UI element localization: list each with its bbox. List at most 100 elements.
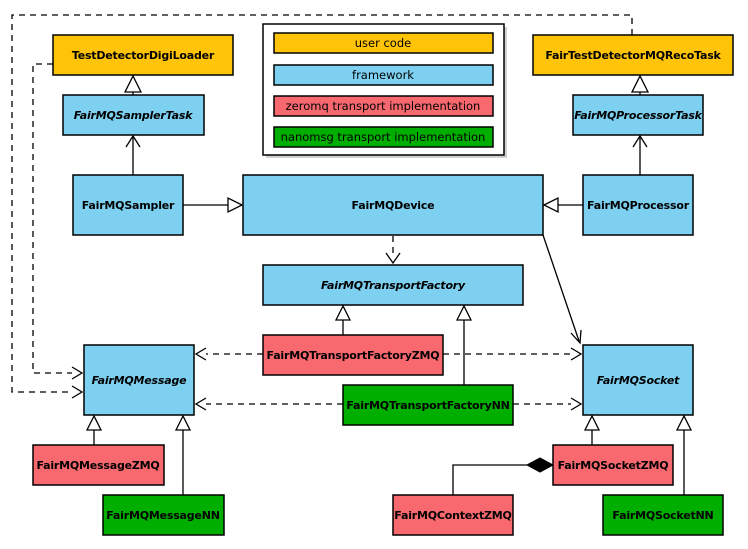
legend-item-zeromq: zeromq transport implementation [273, 95, 494, 117]
dependency-fairmqtransportfactoryzmq-to-fairmqsocket [443, 347, 583, 361]
arrow-fairmqsampler-to-fairmqsamplertask [125, 134, 141, 175]
class-label: FairMQProcessorTask [574, 109, 702, 122]
dependency-fairmqdevice-to-fairmqtransportfactory [385, 236, 401, 265]
open-arrowhead-icon [570, 347, 583, 361]
class-fairmqprocessortask: FairMQProcessorTask [572, 94, 704, 136]
class-fairmqmessagenn: FairMQMessageNN [102, 494, 225, 536]
class-label: FairMQSocketZMQ [558, 459, 669, 472]
class-label: FairMQMessageNN [106, 509, 219, 522]
hollow-triangle-icon [583, 414, 601, 431]
class-rect [582, 174, 694, 236]
legend: user code framework zeromq transport imp… [262, 23, 507, 158]
class-label: FairTestDetectorMQRecoTask [545, 49, 721, 62]
composition-fairmqcontextzmq-to-fairmqsocketzmq [452, 457, 555, 495]
class-rect [52, 34, 234, 76]
class-fairmqtransportfactoryzmq: FairMQTransportFactoryZMQ [262, 334, 444, 376]
legend-label-zeromq: zeromq transport implementation [286, 99, 481, 113]
open-arrowhead-icon [71, 385, 84, 399]
open-arrowhead-icon [125, 134, 141, 148]
class-label: FairMQMessage [92, 374, 188, 387]
class-fairmqtransportfactory: FairMQTransportFactory [262, 264, 524, 306]
class-rect [72, 174, 184, 236]
hollow-triangle-icon [542, 196, 559, 214]
arrow-line [542, 234, 580, 342]
class-fairmqcontextzmq: FairMQContextZMQ [392, 494, 514, 536]
class-rect [392, 494, 514, 536]
inheritance-fairmqsocketnn-to-fairmqsocket [675, 414, 693, 495]
arrow-fairmqdevice-to-fairmqsocket [542, 234, 582, 345]
open-arrowhead-icon [570, 397, 583, 411]
legend-item-user-code: user code [273, 32, 494, 54]
class-rect [62, 94, 205, 136]
class-label: FairMQMessageZMQ [36, 459, 159, 472]
class-label: FairMQSocketNN [612, 509, 713, 522]
class-fairmqsocketzmq: FairMQSocketZMQ [552, 444, 674, 486]
class-testdetectordigiloader: TestDetectorDigiLoader [52, 34, 234, 76]
hollow-triangle-icon [174, 414, 192, 431]
open-arrowhead-icon [632, 134, 648, 148]
class-label: FairMQSocket [597, 374, 680, 387]
hollow-triangle-icon [455, 304, 473, 321]
legend-swatch-nanomsg [273, 126, 494, 148]
class-label: FairMQProcessor [587, 199, 690, 212]
legend-swatch-user-code [273, 32, 494, 54]
inheritance-fairmqsocketzmq-to-fairmqsocket [583, 414, 601, 445]
open-arrowhead-icon [385, 252, 401, 265]
dependency-fairmqtransportfactorynn-to-fairmqmessage [194, 397, 343, 411]
class-rect [582, 344, 694, 416]
class-rect [342, 384, 514, 426]
dependency-fairmqtransportfactorynn-to-fairmqsocket [513, 397, 583, 411]
class-label: FairMQSampler [82, 199, 175, 212]
legend-label-nanomsg: nanomsg transport implementation [281, 130, 486, 144]
legend-item-nanomsg: nanomsg transport implementation [273, 126, 494, 148]
class-rect [262, 334, 444, 376]
hollow-triangle-icon [123, 74, 143, 93]
class-rect [602, 494, 724, 536]
class-fairmqmessage: FairMQMessage [83, 344, 195, 416]
class-label: FairMQSamplerTask [74, 109, 193, 122]
dependency-line [11, 14, 633, 393]
legend-swatch-framework [273, 64, 494, 86]
class-label: FairMQTransportFactoryZMQ [267, 349, 440, 362]
hollow-triangle-icon [85, 414, 103, 431]
class-rect [552, 444, 674, 486]
class-rect [242, 174, 544, 236]
class-label: FairMQTransportFactoryNN [346, 399, 509, 412]
open-arrowhead-icon [194, 347, 207, 361]
hollow-triangle-icon [227, 196, 244, 214]
class-fairmqmessagezmq: FairMQMessageZMQ [32, 444, 165, 486]
class-fairmqsamplertask: FairMQSamplerTask [62, 94, 205, 136]
hollow-triangle-icon [675, 414, 693, 431]
composition-line [452, 464, 527, 495]
inheritance-fairmqprocessor-to-fairmqdevice [542, 196, 583, 214]
inheritance-fairmqprocessortask-to-fairtestdetectormqrecotask [630, 74, 650, 95]
class-label: FairMQDevice [352, 199, 435, 212]
inheritance-fairmqsampler-to-fairmqdevice [183, 196, 244, 214]
dependency-testdetectordigiloader-to-fairmqmessage [32, 63, 84, 380]
open-arrowhead-icon [194, 397, 207, 411]
legend-label-framework: framework [352, 68, 414, 82]
class-label: FairMQContextZMQ [394, 509, 511, 522]
class-fairmqsocketnn: FairMQSocketNN [602, 494, 724, 536]
class-rect [572, 94, 704, 136]
class-fairmqprocessor: FairMQProcessor [582, 174, 694, 236]
class-rect [32, 444, 165, 486]
legend-swatch-zeromq [273, 95, 494, 117]
class-fairmqsampler: FairMQSampler [72, 174, 184, 236]
open-arrowhead-icon [570, 329, 582, 345]
inheritance-fairmqmessagenn-to-fairmqmessage [174, 414, 192, 495]
hollow-triangle-icon [334, 304, 352, 321]
dependency-fairtestdetectormqrecotask-to-fairmqmessage [11, 14, 633, 399]
filled-diamond-icon [525, 457, 555, 473]
hollow-triangle-icon [630, 74, 650, 93]
class-fairtestdetectormqrecotask: FairTestDetectorMQRecoTask [532, 34, 734, 76]
legend-item-framework: framework [273, 64, 494, 86]
class-label: FairMQTransportFactory [321, 279, 466, 292]
class-fairmqdevice: FairMQDevice [242, 174, 544, 236]
inheritance-fairmqsamplertask-to-testdetectordigiloader [123, 74, 143, 95]
class-rect [102, 494, 225, 536]
inheritance-fairmqmessagezmq-to-fairmqmessage [85, 414, 103, 445]
class-label: TestDetectorDigiLoader [72, 49, 215, 62]
class-rect [83, 344, 195, 416]
